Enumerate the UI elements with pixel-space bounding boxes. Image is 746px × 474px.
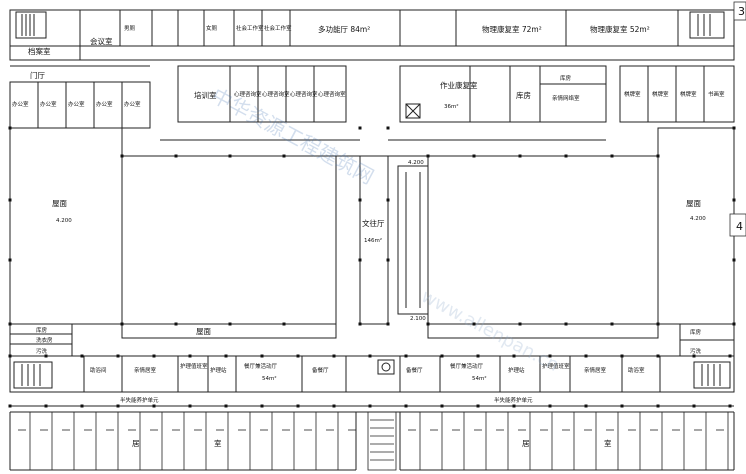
ot-area-label: 36m² — [444, 103, 459, 110]
social-work-2-label: 社会工作室 — [264, 24, 292, 32]
nurse-station-left: 护理站 — [210, 366, 227, 374]
nurse-duty-right: 护理值班室 — [542, 362, 570, 370]
store-2-label: 库房 — [560, 74, 572, 82]
atrium-label: 文往厅 — [362, 218, 385, 228]
bedroom-a-right: 居 — [522, 439, 530, 448]
office-label-3: 办公室 — [68, 100, 85, 108]
multi-hall-label: 多功能厅 84m² — [318, 24, 370, 34]
counsel-label-3: 心理咨询室 — [290, 90, 318, 98]
store-right-label: 库房 — [690, 328, 702, 336]
counsel-label-2: 心理咨询室 — [262, 90, 290, 98]
watermark-en: www.allenpan.cn — [418, 286, 563, 376]
chess-label-1: 棋牌室 — [624, 90, 641, 98]
family-right-label: 亲情居室 — [584, 366, 607, 374]
nurse-duty-left: 护理值班室 — [180, 362, 208, 370]
store-lower-label: 库房 — [36, 326, 48, 334]
training-label: 培训室 — [194, 90, 217, 100]
male-wc-label: 男厕 — [124, 25, 136, 32]
dining-right-label: 餐厅兼活动厅 — [450, 362, 484, 370]
dining-right-area: 54m² — [472, 375, 487, 382]
stair-bottom-center — [367, 411, 397, 471]
ot-room-label: 作业康复室 — [440, 80, 478, 90]
laundry-label: 洗衣房 — [36, 336, 53, 344]
dining-left-area: 54m² — [262, 375, 277, 382]
family-left-label: 亲情居室 — [134, 366, 157, 374]
bedroom-b-right: 室 — [604, 438, 612, 448]
svg-text:4: 4 — [736, 220, 743, 233]
counsel-label-4: 心理咨询室 — [318, 90, 346, 98]
counsel-labels: 心理咨询室心理咨询室心理咨询室心理咨询室 — [234, 90, 346, 98]
roof-left-level: 4.200 — [56, 218, 72, 224]
bath-right-label: 助浴室 — [628, 366, 645, 374]
atrium-area: 146m² — [364, 237, 382, 244]
top-wing-outline — [9, 9, 735, 61]
female-wc-label: 女厕 — [206, 24, 218, 32]
counsel-label-1: 心理咨询室 — [234, 90, 262, 98]
svg-text:3: 3 — [738, 5, 745, 18]
axis-marker-4: 4 — [729, 213, 746, 237]
level-4200: 4.200 — [408, 160, 424, 166]
roof-right-level: 4.200 — [690, 216, 706, 222]
wash-left-label: 污洗 — [36, 347, 48, 355]
physio-1-label: 物理康复室 72m² — [482, 24, 542, 34]
archive-label: 档案室 — [28, 46, 51, 56]
nurse-station-right: 护理站 — [508, 366, 525, 374]
family-net-label: 亲情网络室 — [552, 94, 580, 102]
level-2100: 2.100 — [410, 316, 426, 322]
bedroom-a-left: 居 — [132, 439, 140, 448]
wash-right-label: 污洗 — [690, 347, 702, 355]
office-labels: 办公室 办公室 办公室 办公室 办公室 — [12, 100, 141, 108]
office-label-2: 办公室 — [40, 100, 57, 108]
chess-labels: 棋牌室 棋牌室 棋牌室 — [624, 90, 697, 98]
office-label-5: 办公室 — [124, 100, 141, 108]
social-work-1-label: 社会工作室 — [236, 24, 264, 32]
chess-label-2: 棋牌室 — [652, 90, 669, 98]
chess-label-3: 棋牌室 — [680, 90, 697, 98]
physio-2-label: 物理康复室 52m² — [590, 24, 650, 34]
prep-right-label: 备餐厅 — [406, 366, 423, 374]
bath-left-label: 助浴间 — [90, 366, 107, 374]
bedroom-b-left: 室 — [214, 438, 222, 448]
foyer-label: 门厅 — [30, 71, 45, 80]
structural-columns — [8, 126, 736, 408]
dining-left-label: 餐厅兼活动厅 — [244, 362, 278, 370]
prep-left-label: 备餐厅 — [312, 366, 329, 374]
axis-marker-3: 3 — [733, 1, 746, 21]
calligraphy-label: 书画室 — [708, 90, 725, 98]
office-label-4: 办公室 — [96, 100, 113, 108]
store-label: 库房 — [516, 90, 531, 100]
half-care-right: 半失能养护单元 — [494, 396, 533, 404]
half-care-left: 半失能养护单元 — [120, 396, 159, 404]
watermark-cn: 中华资源工程建筑网 — [208, 83, 378, 189]
bedroom-cells — [18, 412, 729, 470]
roof-left-label: 屋面 — [52, 199, 67, 208]
roof-strip-left: 屋面 — [196, 327, 211, 336]
office-label-1: 办公室 — [12, 100, 29, 108]
meeting-label: 会议室 — [90, 36, 113, 46]
roof-right-label: 屋面 — [686, 199, 701, 208]
